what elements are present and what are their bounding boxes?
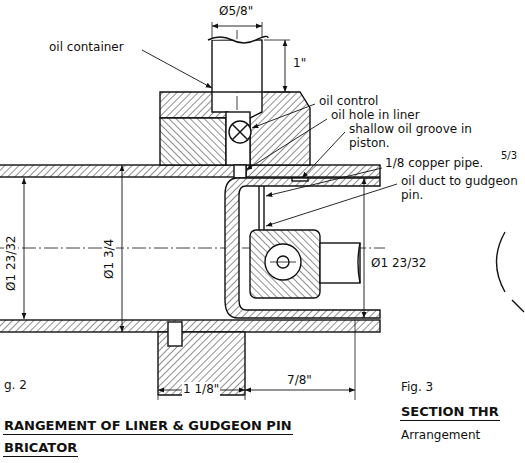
leader-line xyxy=(252,104,315,128)
leader-line xyxy=(246,119,327,170)
oil-groove xyxy=(292,178,308,181)
dimension: Ø5/8" xyxy=(218,4,254,18)
dimension: 5/3 xyxy=(500,150,518,162)
liner-wall xyxy=(0,320,380,332)
leader-line xyxy=(302,132,345,178)
piston xyxy=(225,178,380,318)
oil-control-body xyxy=(160,92,228,118)
figure-caption: RANGEMENT OF LINER & GUDGEON PIN xyxy=(3,418,293,435)
part-name: oil hole in liner xyxy=(330,108,421,122)
leader-line xyxy=(266,184,397,226)
fig3-outline xyxy=(497,232,506,292)
gudgeon-boss xyxy=(250,230,320,298)
part-name: shallow oil groove in piston. xyxy=(348,122,515,151)
dimension-line xyxy=(212,26,262,27)
part-name: 1/8 copper pipe. xyxy=(384,156,484,170)
oil-control-body xyxy=(160,118,226,165)
dimension-line xyxy=(122,165,123,332)
part-name: oil duct to gudgeon pin. xyxy=(400,174,520,203)
connecting-rod xyxy=(320,243,360,283)
fig3-outline xyxy=(512,300,524,312)
stud xyxy=(168,322,182,346)
oil-control-valve xyxy=(229,121,251,143)
dimension: Ø1 23/32 xyxy=(370,256,427,270)
dimension-line xyxy=(24,178,25,319)
break-line xyxy=(208,36,268,43)
dimension: 7/8" xyxy=(286,373,313,387)
figure-caption: Arrangement xyxy=(400,428,481,442)
figure-number: g. 2 xyxy=(3,378,28,392)
oil-control-body xyxy=(250,92,310,165)
leader-line xyxy=(142,50,212,88)
oil-hole-in-liner xyxy=(234,165,246,178)
dimension: Ø1 23/32 xyxy=(4,235,18,292)
figure-number: Fig. 3 xyxy=(400,380,434,394)
figure-caption: SECTION THR xyxy=(400,404,500,421)
dimension-line xyxy=(364,178,365,318)
leader-line xyxy=(266,168,382,196)
dimension-line xyxy=(285,40,286,92)
liner-wall xyxy=(0,165,239,177)
gudgeon-pin xyxy=(265,244,301,280)
oil-passage xyxy=(226,112,250,165)
dimension: 1" xyxy=(292,56,307,70)
oil-container xyxy=(212,40,262,92)
dimension: Ø1 3/4 xyxy=(102,238,116,280)
part-name: oil control xyxy=(318,94,379,108)
dimension-line xyxy=(245,390,355,391)
part-name: oil container xyxy=(48,40,125,54)
figure-caption: BRICATOR xyxy=(3,440,78,457)
dimension: 1 1/8" xyxy=(182,382,220,396)
